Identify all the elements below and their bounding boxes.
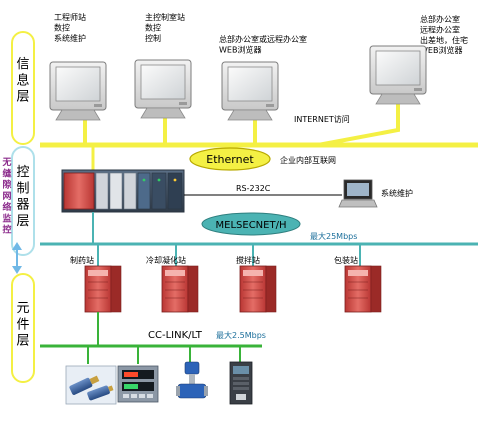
station-label: 搅拌站 xyxy=(236,255,260,265)
monitor-icon xyxy=(134,59,192,119)
station-plc-icon xyxy=(344,265,382,313)
info-layer-label: 信息层 xyxy=(16,57,29,105)
monitor-icon xyxy=(221,61,279,121)
laptop-label: 系统维护 xyxy=(381,188,413,198)
ws1-label: 工程师站数控系统维护 xyxy=(54,12,86,43)
melsecnet-label: MELSECNET/H xyxy=(216,220,287,231)
melsecnet-speed: 最大25Mbps xyxy=(310,231,357,241)
station-plc-icon xyxy=(161,265,199,313)
ethernet-note: 企业内部互联网 xyxy=(280,155,336,165)
control-layer-label: 控制器层 xyxy=(16,165,29,229)
internet-access-label: INTERNET访问 xyxy=(294,114,350,124)
digital-controller-icon xyxy=(117,365,159,403)
cclink-label: CC-LINK/LT xyxy=(148,330,203,341)
internet-link xyxy=(317,100,400,147)
element-layer-label: 元件层 xyxy=(16,301,29,349)
station-plc-icon xyxy=(239,265,277,313)
ws2-label: 主控制室站数控控制 xyxy=(145,12,185,43)
station-label: 制药站 xyxy=(70,255,94,265)
main-plc-rack-icon xyxy=(61,169,185,213)
monitor-icon xyxy=(49,61,107,121)
flow-meter-icon xyxy=(176,361,208,399)
wireless-arrow-tail-icon xyxy=(12,242,22,250)
melsecnet-bubble xyxy=(201,212,301,236)
proximity-sensor-icon xyxy=(65,365,117,405)
control-layer-box xyxy=(11,146,35,256)
inverter-icon xyxy=(229,361,253,405)
info-layer-box xyxy=(11,31,35,145)
cclink-speed: 最大2.5Mbps xyxy=(216,330,266,340)
element-layer-box xyxy=(11,273,35,383)
laptop-icon xyxy=(338,179,378,208)
station-label: 冷却凝化站 xyxy=(146,255,186,265)
monitor-icon xyxy=(369,45,427,105)
wireless-monitoring-label: 无缝隙网络监控 xyxy=(1,157,11,236)
rs232-label: RS-232C xyxy=(236,184,271,193)
station-label: 包装站 xyxy=(334,255,358,265)
wireless-arrow-head-icon xyxy=(12,266,22,274)
ethernet-bubble xyxy=(189,147,271,171)
station-plc-icon xyxy=(84,265,122,313)
ethernet-label: Ethernet xyxy=(206,153,254,166)
